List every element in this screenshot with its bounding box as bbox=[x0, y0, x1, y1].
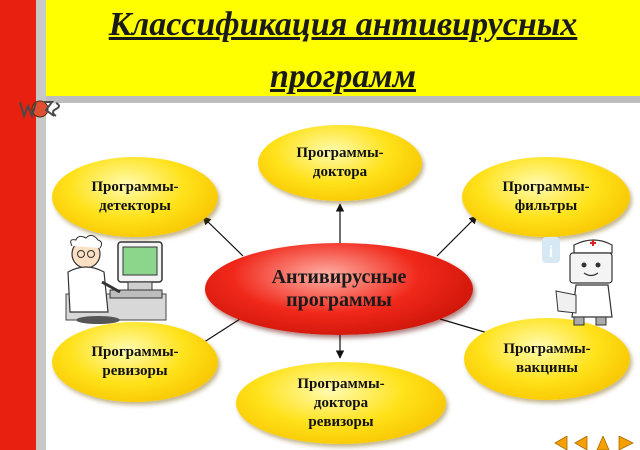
nav-first-icon bbox=[554, 436, 568, 450]
scientist-computer-icon bbox=[65, 234, 167, 324]
node-doctor-auditors: Программы- доктора ревизоры bbox=[236, 362, 446, 444]
nav-home-icon bbox=[596, 436, 610, 450]
node-auditors-label: Программы- ревизоры bbox=[91, 344, 179, 379]
arrow-to-filters bbox=[436, 215, 478, 257]
node-antivirus-programs: Антивирусные программы bbox=[205, 243, 473, 335]
node-vaccines: Программы- вакцины bbox=[464, 318, 630, 400]
logo-icon bbox=[19, 100, 60, 120]
title-line-2: программ bbox=[269, 58, 417, 95]
header-divider bbox=[46, 96, 640, 103]
node-filters: Программы- фильтры bbox=[462, 157, 630, 237]
left-grey-column bbox=[36, 0, 46, 450]
nav-prev-icon bbox=[574, 436, 588, 450]
svg-text:i: i bbox=[549, 244, 553, 261]
nav-next-icon bbox=[618, 436, 634, 450]
left-red-bar bbox=[0, 0, 36, 450]
node-auditors: Программы- ревизоры bbox=[52, 322, 218, 402]
center-node-label: Антивирусные программы bbox=[271, 266, 407, 311]
slide-title: Классификация антивирусных программ bbox=[46, 2, 640, 100]
node-vaccines-label: Программы- вакцины bbox=[503, 341, 591, 376]
title-line-1: Классификация антивирусных bbox=[108, 6, 578, 43]
node-detectors: Программы- детекторы bbox=[52, 157, 218, 237]
node-filters-label: Программы- фильтры bbox=[502, 179, 590, 214]
title-band bbox=[46, 0, 640, 96]
arrow-to-detectors bbox=[202, 216, 244, 257]
node-detectors-label: Программы- детекторы bbox=[91, 179, 179, 214]
node-doctors-label: Программы- доктора bbox=[296, 145, 384, 180]
node-doctors: Программы- доктора bbox=[258, 125, 422, 201]
navigation-arrows-icon[interactable] bbox=[553, 436, 635, 450]
doctor-computer-icon: i bbox=[542, 237, 613, 326]
node-doctor-auditors-label: Программы- доктора ревизоры bbox=[297, 375, 385, 430]
